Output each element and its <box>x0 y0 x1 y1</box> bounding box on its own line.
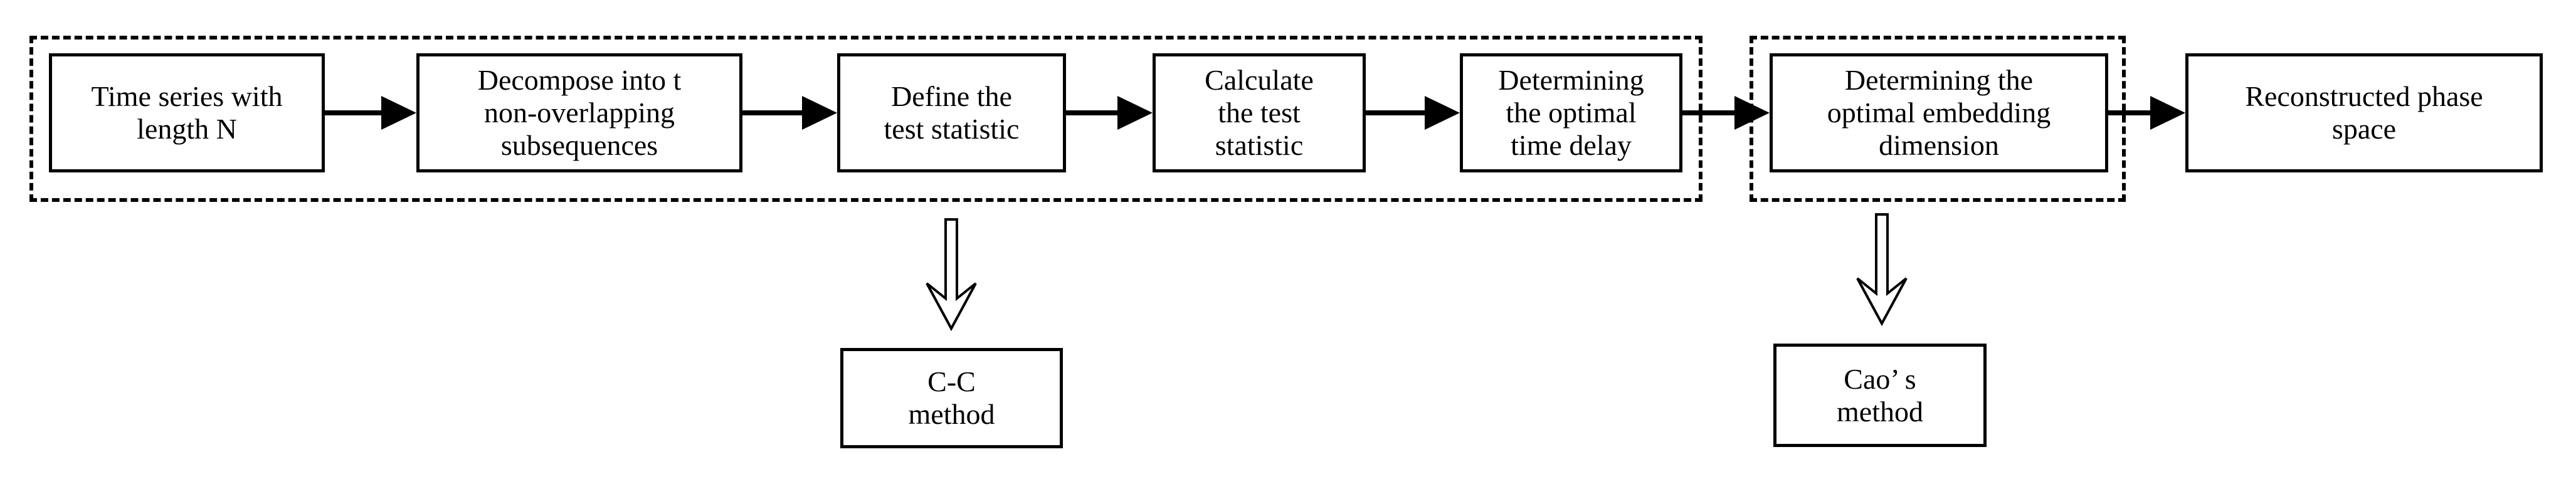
block-arrow-down-icon <box>1856 213 1908 326</box>
dashed-group-cc-method <box>29 36 1702 202</box>
arrow-head-icon <box>381 96 416 130</box>
node-optimal-embedding-dimension[interactable]: Determining the optimal embedding dimens… <box>1770 53 2108 172</box>
block-arrow-down-to-cao-method <box>1854 213 1910 326</box>
node-optimal-time-delay[interactable]: Determining the optimal time delay <box>1460 53 1682 172</box>
arrow-shaft <box>1066 110 1117 115</box>
node-time-series[interactable]: Time series with length N <box>49 53 325 172</box>
block-arrow-down-icon <box>926 218 977 331</box>
node-reconstructed-phase-space[interactable]: Reconstructed phase space <box>2185 53 2543 172</box>
arrow-shaft <box>1366 110 1425 115</box>
arrow-head-icon <box>1734 96 1770 130</box>
arrow-head-icon <box>1425 96 1460 130</box>
arrow-shaft <box>742 110 802 115</box>
node-cc-method[interactable]: C-C method <box>840 348 1063 448</box>
node-calculate-test-statistic[interactable]: Calculate the test statistic <box>1153 53 1366 172</box>
node-define-test-statistic[interactable]: Define the test statistic <box>837 53 1066 172</box>
arrow-shaft <box>1682 110 1734 115</box>
arrow-head-icon <box>1117 96 1153 130</box>
node-decompose[interactable]: Decompose into t non-overlapping subsequ… <box>416 53 742 172</box>
node-cao-method[interactable]: Cao’ s method <box>1773 344 1987 447</box>
arrow-shaft <box>325 110 381 115</box>
block-arrow-down-to-cc-method <box>923 218 979 331</box>
arrow-head-icon <box>2150 96 2185 130</box>
arrow-shaft <box>2108 110 2150 115</box>
arrow-head-icon <box>802 96 837 130</box>
